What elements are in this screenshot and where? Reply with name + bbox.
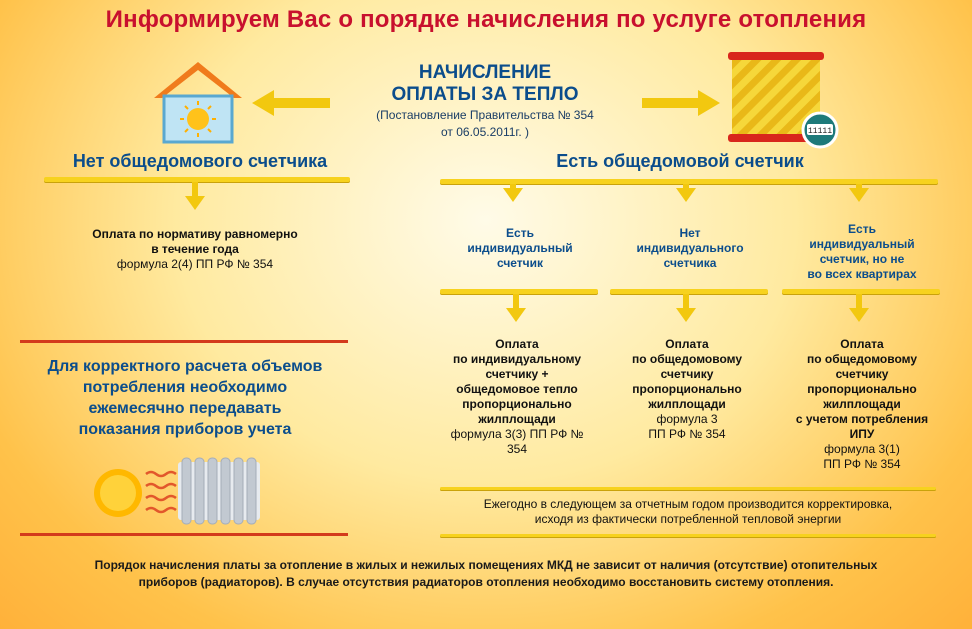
col1-result-line: по индивидуальному (452, 352, 582, 366)
left-rule-text: Оплата по нормативу равномерно в течение… (60, 227, 330, 272)
no-common-meter-heading: Нет общедомового счетчика (72, 151, 328, 171)
col1-cond-line: счетчик (496, 256, 544, 270)
col2-result-line: Оплата (665, 337, 709, 351)
left-arrow-icon (252, 90, 330, 116)
col2-bottom-arrow-icon (676, 308, 696, 322)
note-line: ежемесячно передавать (88, 400, 282, 417)
col3-result-line: жилплощади (823, 397, 901, 411)
bottom-disclaimer-line2: приборов (радиаторов). В случае отсутств… (138, 575, 834, 589)
left-down-arrow-icon (185, 196, 205, 210)
col2-condition: Нет индивидуального счетчика (610, 226, 770, 271)
col1-result-line: жилплощади (478, 412, 556, 426)
col3-cond-line: Есть (848, 222, 876, 236)
bottom-disclaimer-line1: Порядок начисления платы за отопление в … (94, 558, 878, 572)
col2-result-line: по общедомовому (631, 352, 743, 366)
note-top-divider (20, 340, 348, 343)
bottom-disclaimer: Порядок начисления платы за отопление в … (20, 557, 952, 591)
col3-top-arrow-icon (849, 188, 869, 202)
col3-bottom-arrow-icon (849, 308, 869, 322)
col3-bar (782, 289, 940, 294)
col1-condition: Есть индивидуальный счетчик (440, 226, 600, 271)
col2-cond-line: индивидуального (636, 241, 744, 255)
col1-formula-line: формула 3(3) ПП РФ № (450, 427, 584, 441)
col2-result-line: пропорционально (632, 382, 742, 396)
col2-cond-line: Нет (679, 226, 701, 240)
col3-result-line: с учетом потребления (795, 412, 929, 426)
col1-result-line: счетчику + (485, 367, 549, 381)
col3-cond-line: индивидуальный (809, 237, 915, 251)
annual-top-bar (440, 487, 936, 490)
col3-result-line: по общедомовому (806, 352, 918, 366)
annual-correction-line1: Ежегодно в следующем за отчетным годом п… (483, 497, 893, 511)
col1-bar (440, 289, 598, 294)
col1-top-stem (510, 184, 516, 188)
col3-result-line: пропорционально (807, 382, 917, 396)
meter-reading-note: Для корректного расчета объемов потребле… (20, 356, 350, 440)
left-arrow-stem (192, 182, 198, 196)
col1-cond-line: Есть (506, 226, 534, 240)
col2-formula-line: ПП РФ № 354 (648, 427, 726, 441)
col2-bar (610, 289, 768, 294)
left-rule-line2: в течение года (151, 242, 239, 256)
col1-cond-line: индивидуальный (467, 241, 573, 255)
radiator-icon (178, 457, 260, 525)
col3-result: Оплата по общедомовому счетчику пропорци… (774, 337, 950, 472)
common-meter-heading: Есть общедомовой счетчик (556, 151, 804, 171)
left-heading-bar (44, 177, 350, 182)
col2-result-line: счетчику (660, 367, 714, 381)
col2-bottom-stem (683, 294, 689, 308)
col3-result-line: счетчику (835, 367, 889, 381)
col3-cond-line: во всех квартирах (807, 267, 917, 281)
house-sun-icon (154, 62, 242, 144)
col1-result-line: пропорционально (462, 397, 572, 411)
col3-condition: Есть индивидуальный счетчик, но не во вс… (782, 222, 942, 282)
col1-result: Оплата по индивидуальному счетчику + общ… (432, 337, 602, 457)
col3-bottom-stem (856, 294, 862, 308)
center-heading-block: НАЧИСЛЕНИЕ ОПЛАТЫ ЗА ТЕПЛО (Постановлени… (330, 62, 640, 140)
note-line: Для корректного расчета объемов (47, 358, 323, 375)
col3-result-line: ИПУ (849, 427, 875, 441)
annual-correction-line2: исходя из фактически потребленной теплов… (534, 512, 842, 526)
col3-formula-line: ПП РФ № 354 (823, 457, 901, 471)
center-subheading-line1: (Постановление Правительства № 354 (376, 108, 594, 122)
page-title: Информируем Вас о порядке начисления по … (105, 6, 867, 33)
note-bottom-divider (20, 533, 348, 536)
col3-result-line: Оплата (840, 337, 884, 351)
center-subheading-line2: от 06.05.2011г. ) (441, 125, 529, 139)
col1-result-line: общедомовое тепло (456, 382, 578, 396)
col2-cond-line: счетчика (663, 256, 717, 270)
col1-bottom-arrow-icon (506, 308, 526, 322)
note-line: показания приборов учета (78, 421, 292, 438)
center-heading-line2: ОПЛАТЫ ЗА ТЕПЛО (391, 84, 579, 105)
col3-formula-line: формула 3(1) (824, 442, 900, 456)
col1-top-arrow-icon (503, 188, 523, 202)
annual-bottom-bar (440, 534, 936, 537)
col1-formula-line: 354 (506, 442, 528, 456)
col2-top-arrow-icon (676, 188, 696, 202)
note-line: потребления необходимо (82, 379, 288, 396)
sun-heat-icon (94, 469, 177, 517)
annual-correction-text: Ежегодно в следующем за отчетным годом п… (436, 497, 940, 527)
col2-result-line: жилплощади (648, 397, 726, 411)
left-rule-line1: Оплата по нормативу равномерно (92, 227, 298, 241)
col3-top-stem (856, 184, 862, 188)
center-heading-line1: НАЧИСЛЕНИЕ (418, 62, 552, 83)
right-heading-bar (440, 179, 938, 184)
col1-bottom-stem (513, 294, 519, 308)
col2-formula-line: формула 3 (656, 412, 718, 426)
heating-pipe-meter-icon: 11111 (728, 52, 839, 149)
col2-top-stem (683, 184, 689, 188)
right-arrow-icon (642, 90, 720, 116)
col3-cond-line: счетчик, но не (819, 252, 905, 266)
meter-display-text: 11111 (808, 127, 832, 136)
left-rule-formula: формула 2(4) ПП РФ № 354 (116, 257, 274, 271)
col1-result-line: Оплата (495, 337, 539, 351)
col2-result: Оплата по общедомовому счетчику пропорци… (602, 337, 772, 442)
